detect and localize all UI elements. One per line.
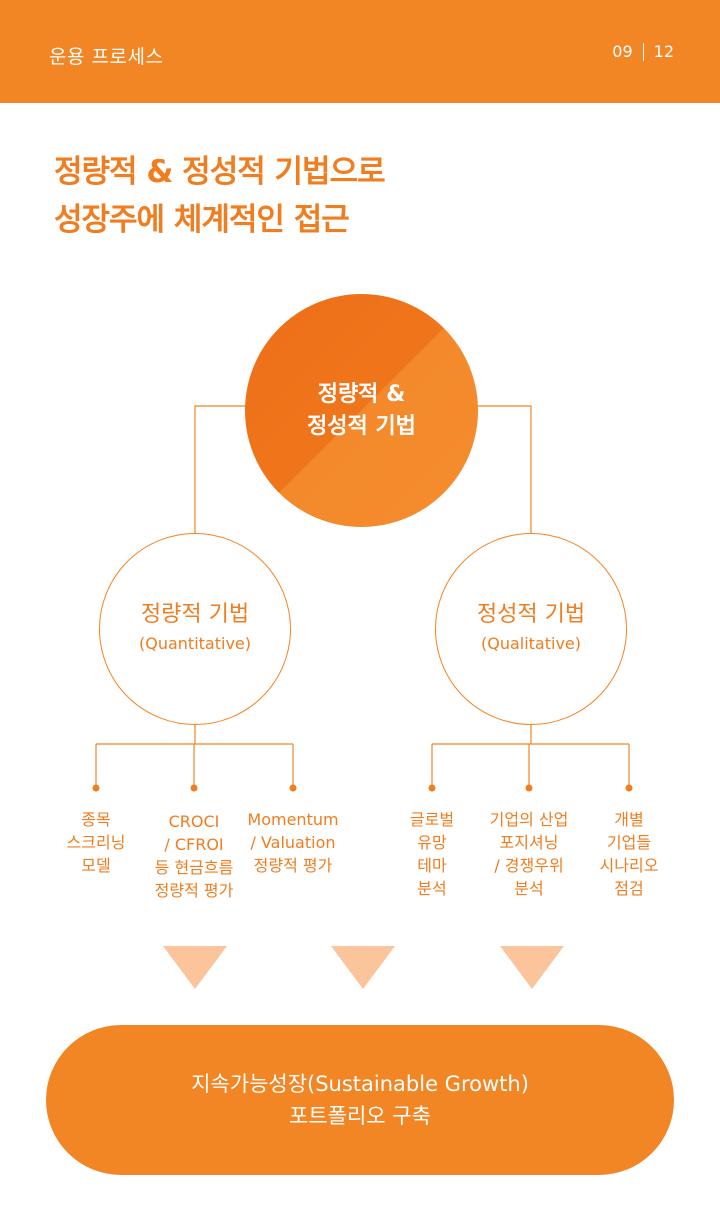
connector-root-right xyxy=(477,405,532,533)
leaf-line: 종목 xyxy=(81,810,111,829)
header-bar: 운용 프로세스 09 12 xyxy=(0,0,720,103)
page-total: 12 xyxy=(653,42,674,61)
leaf-line: / Valuation xyxy=(250,833,336,852)
page-current: 09 xyxy=(612,42,633,61)
down-arrow-left xyxy=(163,946,227,989)
quantitative-item-1: 종목 스크리닝 모델 xyxy=(36,808,156,877)
qualitative-item-3: 개별 기업들 시나리오 점검 xyxy=(569,808,689,900)
leaf-line: CROCI xyxy=(168,812,220,831)
qualitative-item-1: 글로벌 유망 테마 분석 xyxy=(372,808,492,900)
connector-dot-left-3 xyxy=(289,784,297,792)
quantitative-title: 정량적 기법 xyxy=(140,602,250,627)
down-arrow-center xyxy=(331,946,395,989)
connector-dot-left-2 xyxy=(190,784,198,792)
leaf-line: Momentum xyxy=(247,810,339,829)
page-separator xyxy=(642,42,644,61)
leaf-line: 테마 xyxy=(417,856,447,875)
connector-dot-left-1 xyxy=(92,784,100,792)
connector-dot-right-2 xyxy=(525,784,533,792)
page-title-line-1: 정량적 & 정성적 기법으로 xyxy=(54,154,386,190)
page-indicator: 09 12 xyxy=(612,42,674,61)
quantitative-subtitle: (Quantitative) xyxy=(139,634,251,653)
root-node-line-2: 정성적 기법 xyxy=(307,413,416,439)
qualitative-node-circle: 정성적 기법 (Qualitative) xyxy=(435,533,627,725)
leaf-line: 시나리오 xyxy=(599,856,659,875)
leaf-line: 글로벌 xyxy=(409,810,455,829)
leaf-line: 점검 xyxy=(614,879,644,898)
leaf-line: 유망 xyxy=(417,833,447,852)
leaf-line: 분석 xyxy=(417,879,447,898)
result-line-2: 포트폴리오 구축 xyxy=(289,1104,431,1128)
qualitative-title: 정성적 기법 xyxy=(476,602,586,627)
connector-root-left xyxy=(194,405,246,533)
root-node-circle: 정량적 & 정성적 기법 xyxy=(245,294,478,527)
leaf-line: 분석 xyxy=(514,879,544,898)
root-node-line-1: 정량적 & xyxy=(317,381,406,407)
leaf-line: 정량적 평가 xyxy=(154,881,234,900)
leaf-line: / 경쟁우위 xyxy=(494,856,564,875)
result-line-1: 지속가능성장(Sustainable Growth) xyxy=(191,1072,529,1096)
leaf-line: 스크리닝 xyxy=(66,833,126,852)
result-pill: 지속가능성장(Sustainable Growth) 포트폴리오 구축 xyxy=(46,1025,674,1175)
leaf-line: 기업들 xyxy=(606,833,652,852)
quantitative-item-2: CROCI / CFROI 등 현금흐름 정량적 평가 xyxy=(134,810,254,902)
leaf-line: 정량적 평가 xyxy=(253,856,333,875)
leaf-line: 기업의 산업 xyxy=(489,810,569,829)
page-title-line-2: 성장주에 체계적인 접근 xyxy=(54,202,350,238)
leaf-line: 개별 xyxy=(614,810,644,829)
connector-dot-right-1 xyxy=(428,784,436,792)
quantitative-item-3: Momentum / Valuation 정량적 평가 xyxy=(233,808,353,877)
header-title: 운용 프로세스 xyxy=(49,46,164,68)
qualitative-subtitle: (Qualitative) xyxy=(480,634,582,653)
leaf-line: 모델 xyxy=(81,856,111,875)
page-title: 정량적 & 정성적 기법으로 성장주에 체계적인 접근 xyxy=(54,148,386,244)
leaf-line: 등 현금흐름 xyxy=(154,858,234,877)
down-arrow-right xyxy=(500,946,564,989)
leaf-line: / CFROI xyxy=(164,835,224,854)
quantitative-node-circle: 정량적 기법 (Quantitative) xyxy=(99,533,291,725)
leaf-line: 포지셔닝 xyxy=(499,833,559,852)
qualitative-item-2: 기업의 산업 포지셔닝 / 경쟁우위 분석 xyxy=(469,808,589,900)
connector-dot-right-3 xyxy=(625,784,633,792)
